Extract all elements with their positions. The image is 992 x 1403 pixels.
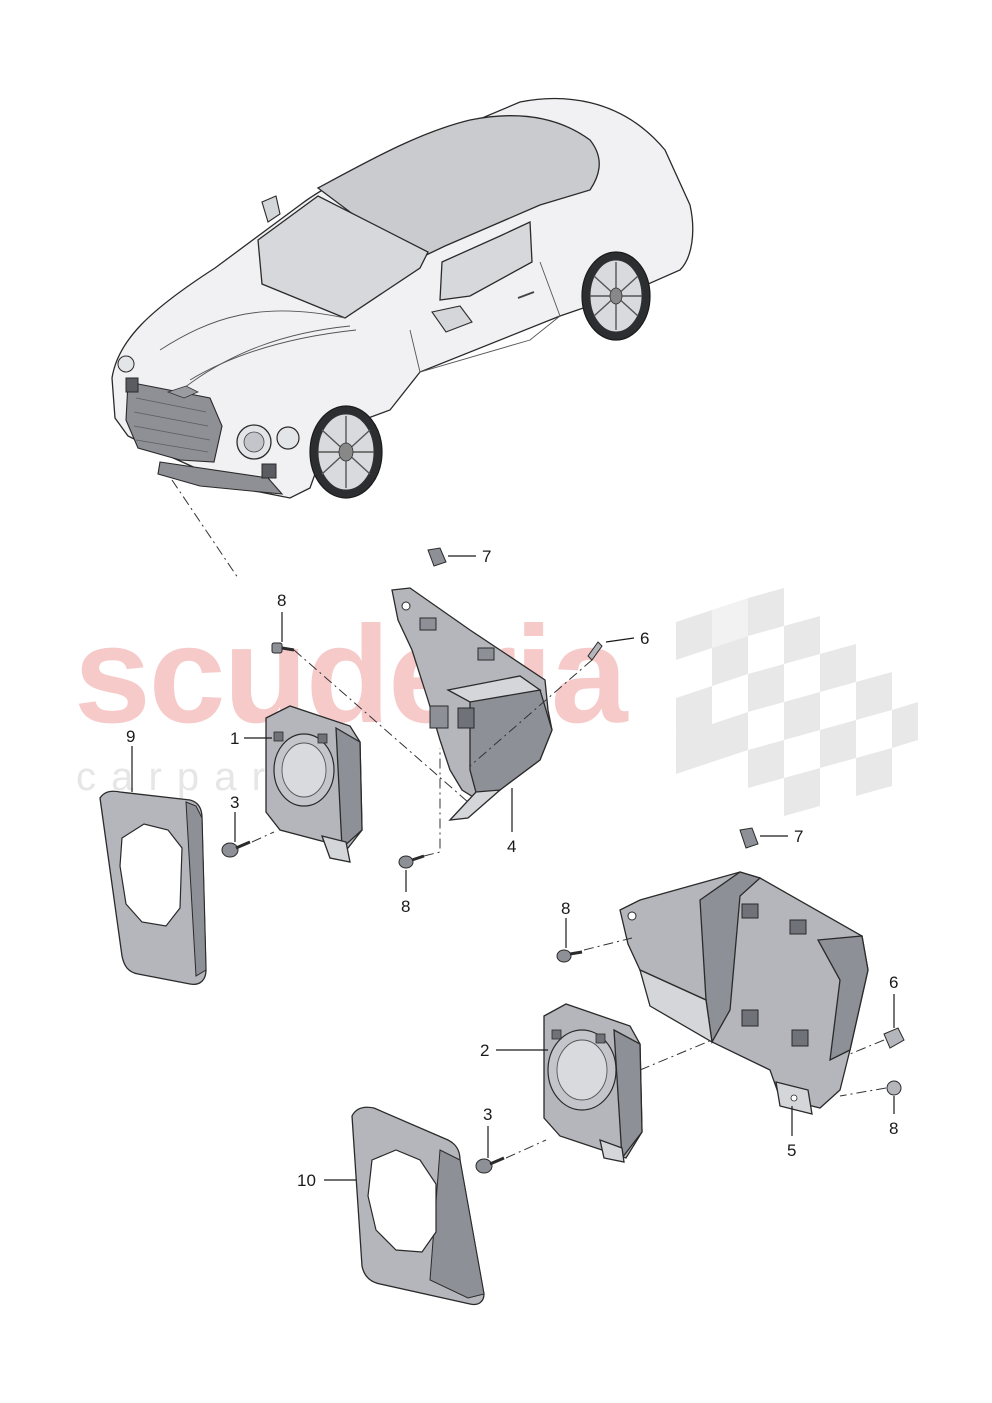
callout-4: 4 — [507, 837, 516, 856]
pin-6-upper — [587, 641, 603, 661]
callout-5: 5 — [787, 1141, 796, 1160]
callout-6-upper: 6 — [640, 629, 649, 648]
screw-8-b — [398, 854, 425, 869]
radar-sensor-1 — [265, 705, 363, 863]
callout-9: 9 — [126, 727, 135, 746]
callout-3-upper: 3 — [230, 793, 239, 812]
clip-7-upper — [427, 547, 447, 567]
watermark-checker-flag — [676, 588, 918, 816]
callout-8-a: 8 — [277, 591, 286, 610]
callout-labels: 7 8 6 1 9 3 4 8 7 8 6 2 8 5 3 10 — [126, 547, 898, 1190]
screw-3-lower — [475, 1156, 505, 1174]
callout-10: 10 — [297, 1171, 316, 1190]
bracket-lower — [619, 871, 869, 1115]
callout-7-lower: 7 — [794, 827, 803, 846]
nut-8-d — [886, 1080, 902, 1096]
radar-sensor-2 — [543, 1003, 643, 1163]
screw-8-c — [556, 949, 583, 963]
callout-8-b: 8 — [401, 897, 410, 916]
callout-8-d: 8 — [889, 1119, 898, 1138]
callout-3-lower: 3 — [483, 1105, 492, 1124]
clip-7-lower — [739, 827, 759, 849]
trim-cover-10 — [351, 1106, 485, 1306]
location-leader-line — [171, 479, 239, 579]
bracket-upper — [391, 587, 553, 821]
assembly-lines — [251, 649, 887, 1159]
leader-lines — [131, 555, 895, 1181]
screw-8-a — [271, 642, 295, 654]
callout-2: 2 — [480, 1041, 489, 1060]
screw-3-upper — [221, 840, 251, 858]
callout-1: 1 — [230, 729, 239, 748]
trim-cover-9 — [99, 790, 207, 986]
callout-7-upper: 7 — [482, 547, 491, 566]
nut-6-lower — [883, 1027, 905, 1049]
callout-8-c: 8 — [561, 899, 570, 918]
callout-6-lower: 6 — [889, 973, 898, 992]
car-illustration — [111, 97, 694, 499]
